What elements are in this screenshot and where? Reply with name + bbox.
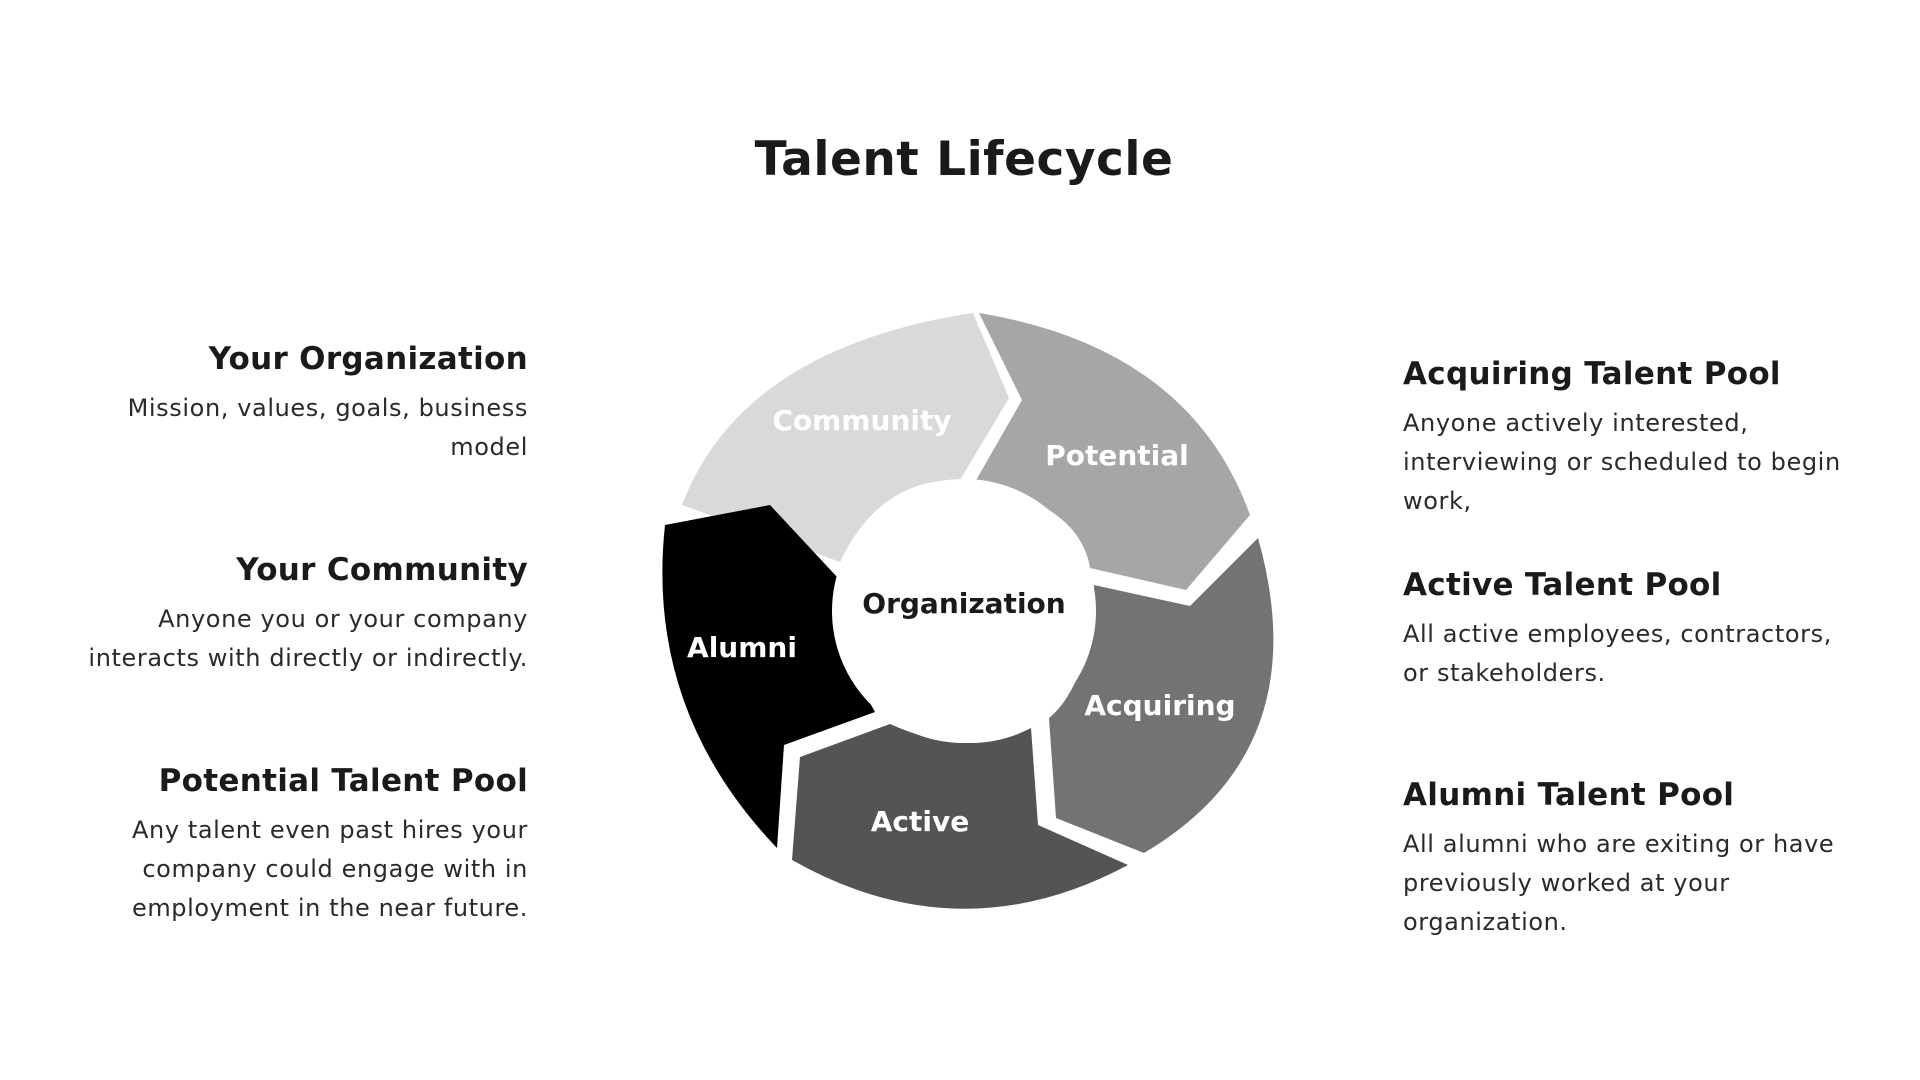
- potential-label: Potential: [1045, 439, 1189, 472]
- potential-segment: [975, 313, 1250, 590]
- your-organization-block: Your Organization Mission, values, goals…: [88, 341, 528, 467]
- community-label: Community: [772, 404, 951, 437]
- alumni-talent-pool-block: Alumni Talent Pool All alumni who are ex…: [1403, 777, 1843, 942]
- your-community-heading: Your Community: [236, 552, 528, 588]
- acquiring-talent-pool-block: Acquiring Talent Pool Anyone actively in…: [1403, 356, 1843, 521]
- acquiring-talent-pool-text: Anyone actively interested, interviewing…: [1403, 409, 1841, 515]
- acquiring-segment: [1049, 538, 1274, 853]
- alumni-talent-pool-heading: Alumni Talent Pool: [1403, 777, 1735, 813]
- acquiring-label: Acquiring: [1084, 689, 1235, 722]
- potential-talent-pool-heading: Potential Talent Pool: [158, 763, 528, 799]
- active-talent-pool-heading: Active Talent Pool: [1403, 567, 1722, 603]
- acquiring-talent-pool-heading: Acquiring Talent Pool: [1403, 356, 1781, 392]
- your-community-text: Anyone you or your company interacts wit…: [88, 605, 528, 672]
- active-label: Active: [871, 805, 970, 838]
- alumni-label: Alumni: [687, 631, 797, 664]
- active-segment: [792, 724, 1128, 909]
- page-title: Talent Lifecycle: [754, 132, 1174, 187]
- potential-talent-pool-text: Any talent even past hires your company …: [131, 816, 528, 922]
- your-organization-heading: Your Organization: [208, 341, 528, 377]
- organization-center-label: Organization: [862, 587, 1065, 620]
- community-segment: [682, 313, 1009, 562]
- active-talent-pool-block: Active Talent Pool All active employees,…: [1403, 567, 1843, 693]
- alumni-segment: [662, 505, 875, 848]
- active-talent-pool-text: All active employees, contractors, or st…: [1403, 620, 1832, 687]
- your-organization-text: Mission, values, goals, business model: [127, 394, 528, 461]
- alumni-talent-pool-text: All alumni who are exiting or have previ…: [1403, 830, 1835, 936]
- potential-talent-pool-block: Potential Talent Pool Any talent even pa…: [88, 763, 528, 928]
- your-community-block: Your Community Anyone you or your compan…: [88, 552, 528, 678]
- center-circle: [832, 479, 1096, 743]
